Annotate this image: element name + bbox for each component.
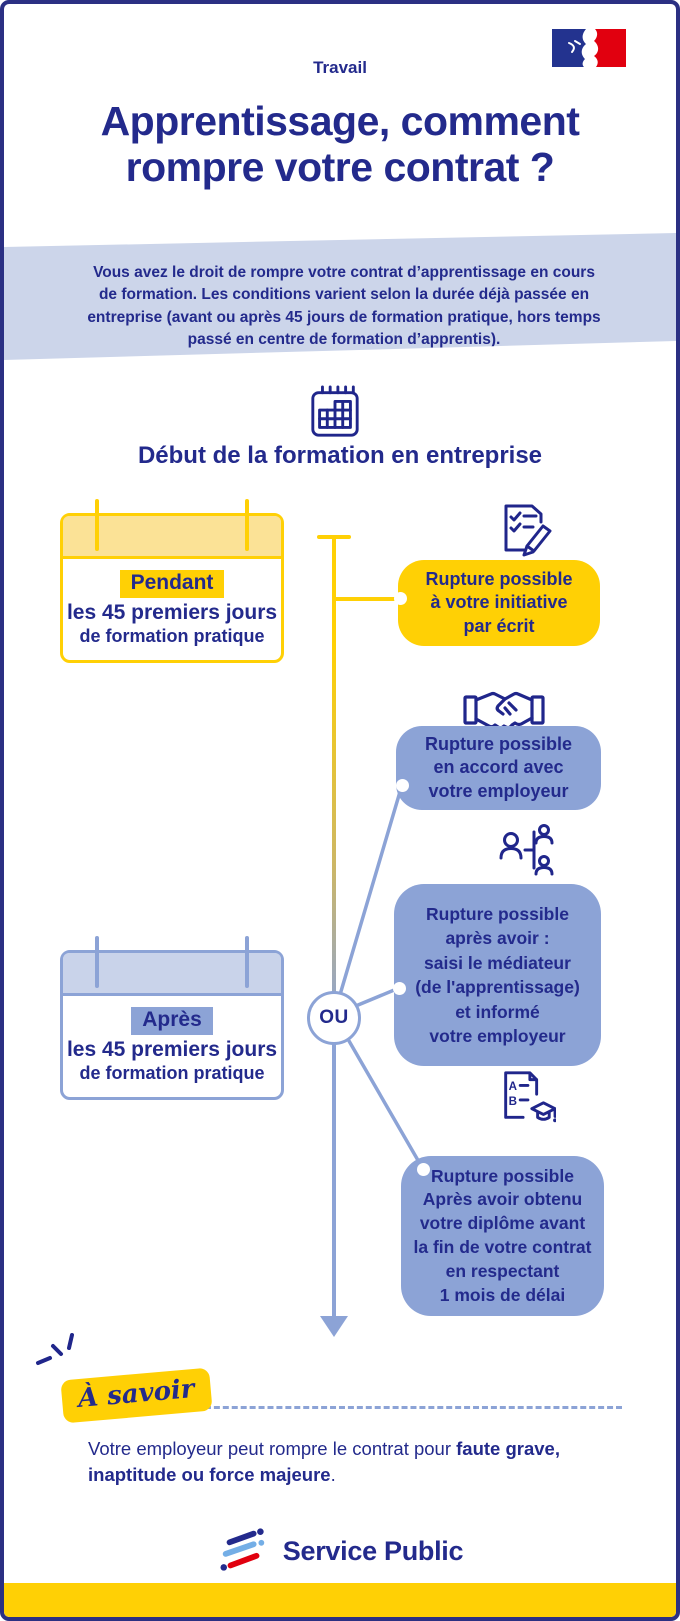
checklist-pencil-icon — [504, 504, 552, 557]
outcome-box-agreement: Rupture possible en accord avec votre em… — [396, 726, 601, 810]
period-line1: les 45 premiers jours — [66, 1038, 278, 1061]
calendar-body: Après les 45 premiers jours de formation… — [63, 996, 281, 1084]
note-text: Votre employeur peut rompre le contrat p… — [88, 1436, 622, 1487]
emphasis-sparks-icon — [36, 1333, 74, 1365]
calendar-body: Pendant les 45 premiers jours de formati… — [63, 559, 281, 647]
outcome-box-written: Rupture possible à votre initiative par … — [398, 560, 600, 646]
mediator-people-icon — [499, 824, 554, 876]
period-line2: de formation pratique — [79, 626, 265, 646]
calendar-grid-icon — [311, 385, 359, 437]
note-text-period: . — [330, 1463, 336, 1485]
service-public-mark — [220, 1528, 265, 1571]
dashed-divider — [196, 1406, 622, 1409]
timeline-arrowhead-icon — [320, 1316, 348, 1337]
intro-band: Vous avez le droit de rompre votre contr… — [4, 233, 676, 360]
calendar-pin — [245, 499, 249, 551]
outcome-box-mediator: Rupture possible après avoir : saisi le … — [394, 884, 601, 1066]
calendar-pin — [95, 499, 99, 551]
calendar-header — [63, 953, 281, 996]
note-text-bold: faute grave, inaptitude ou force majeure — [88, 1438, 560, 1485]
connector-dot — [393, 982, 406, 995]
brand-text: Service Public — [282, 1535, 464, 1566]
timeline-line — [332, 537, 336, 1316]
period-line1: les 45 premiers jours — [66, 601, 278, 624]
timeline-start-cap — [317, 535, 351, 539]
calendar-header — [63, 516, 281, 559]
period-highlight: Pendant — [119, 570, 225, 598]
calendar-pin — [245, 936, 249, 988]
period-highlight: Après — [131, 1007, 213, 1035]
note-text-regular: Votre employeur peut rompre le contrat p… — [88, 1438, 457, 1459]
bottom-yellow-bar — [4, 1583, 676, 1617]
section-title: Début de la formation en entreprise — [137, 442, 543, 469]
svg-text:A: A — [509, 1080, 518, 1093]
intro-text: Vous avez le droit de rompre votre contr… — [87, 264, 601, 349]
or-node: OU — [307, 991, 361, 1045]
connector-dot — [394, 592, 407, 605]
yellow-connector-line — [336, 597, 400, 601]
diploma-graduation-icon: A B — [504, 1071, 556, 1123]
period-line2: de formation pratique — [79, 1063, 265, 1083]
ministry-label: Travail — [313, 58, 367, 77]
connector-dot — [396, 779, 409, 792]
period-card-after: Après les 45 premiers jours de formation… — [60, 936, 284, 1100]
period-card-during: Pendant les 45 premiers jours de formati… — [60, 499, 284, 663]
page-title: Apprentissage, comment rompre votre cont… — [100, 98, 580, 191]
calendar-pin — [95, 936, 99, 988]
outcome-box-diploma: Rupture possible Après avoir obtenu votr… — [401, 1156, 604, 1316]
svg-text:B: B — [509, 1095, 517, 1108]
footer-brand: Service Public — [4, 1524, 676, 1578]
french-republic-flag-logo — [552, 29, 626, 67]
connector-dot — [417, 1163, 430, 1176]
